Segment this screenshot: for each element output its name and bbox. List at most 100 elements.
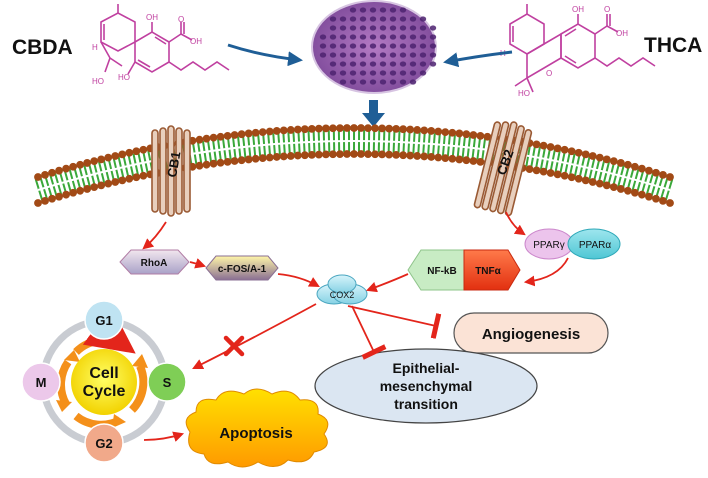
lipid-head (609, 183, 618, 192)
cb2-to-ppar-arrow (505, 211, 526, 236)
cell-nucleus (369, 16, 377, 22)
cell-nucleus (369, 70, 377, 76)
cell-nucleus (349, 25, 357, 31)
lipid-head (55, 192, 63, 201)
lipid-head (48, 168, 56, 177)
cell-nucleus (389, 70, 397, 76)
apoptosis-node[interactable]: Apoptosis (185, 388, 329, 468)
cell-nucleus (399, 52, 407, 58)
phase-g1[interactable]: G1 (84, 300, 124, 340)
cell-nucleus (329, 52, 337, 58)
lipid-head (630, 162, 639, 171)
cb1-receptor-icon[interactable]: CB1 (151, 125, 191, 217)
cell-nucleus (399, 79, 407, 85)
ppar-to-tnfa-arrow (523, 257, 569, 287)
lipid-head (343, 124, 351, 132)
lipid-head (322, 150, 330, 159)
lipid-head (34, 199, 42, 207)
thca-label: THCA (644, 34, 702, 57)
cell-nucleus (359, 34, 367, 40)
angiogenesis-node[interactable]: Angiogenesis (453, 312, 609, 354)
cell-nucleus (379, 70, 387, 76)
cell-nucleus (339, 70, 347, 76)
cbda-atom-o: O (178, 15, 184, 24)
lipid-head (448, 128, 457, 137)
ppar-alpha-label: PPARα (579, 240, 611, 251)
cell-nucleus (379, 34, 387, 40)
cell-nucleus (389, 43, 397, 49)
tnfa-label: TNFα (475, 266, 501, 277)
cell-nucleus (389, 61, 397, 67)
cell-nucleus (409, 79, 417, 85)
lipid-head (448, 154, 457, 163)
cell-nucleus (359, 43, 367, 49)
lipid-head (574, 148, 583, 157)
rhoa-label: RhoA (141, 258, 168, 269)
lipid-head (399, 151, 408, 160)
nfkb-tnfa-node[interactable]: NF-kB TNFα (407, 249, 521, 291)
lipid-head (90, 157, 99, 166)
rhoa-node[interactable]: RhoA (119, 249, 190, 275)
cbda-atom-h: H (92, 43, 98, 52)
cell-nucleus (419, 34, 427, 40)
phase-m-label: M (36, 375, 47, 390)
lipid-head (364, 124, 372, 132)
cell-nucleus (409, 34, 417, 40)
phase-m[interactable]: M (21, 362, 61, 402)
emt-node[interactable]: Epithelial- mesenchymal transition (314, 348, 538, 424)
cell-nucleus (359, 61, 367, 67)
lipid-head (279, 126, 288, 135)
apoptosis-label: Apoptosis (219, 425, 292, 442)
thca-to-tissue-arrow (443, 50, 513, 68)
cell-nucleus (359, 7, 367, 13)
lipid-head (90, 183, 99, 192)
lipid-head (602, 155, 611, 164)
cox2-node[interactable]: COX2 (316, 274, 368, 305)
cbda-atom-oh-right: OH (190, 37, 202, 46)
lipid-head (111, 178, 120, 186)
lipid-head (595, 179, 604, 188)
cell-nucleus (319, 52, 327, 58)
emt-label-line3: transition (394, 396, 458, 412)
cell-nucleus (399, 25, 407, 31)
cell-cycle-title-line1: Cell (89, 365, 118, 382)
lipid-head (645, 192, 653, 201)
lipid-head (546, 143, 555, 151)
cell-nucleus (399, 34, 407, 40)
lipid-head (623, 186, 632, 195)
cell-nucleus (369, 61, 377, 67)
cell-nucleus (339, 25, 347, 31)
cell-nucleus (409, 16, 417, 22)
lipid-head (41, 170, 49, 179)
lipid-head (462, 130, 471, 139)
lipid-head (652, 194, 660, 203)
cell-nucleus (369, 79, 377, 85)
lipid-head (413, 152, 422, 160)
phase-s[interactable]: S (147, 362, 187, 402)
lipid-head (623, 160, 632, 169)
cb2-receptor-icon[interactable]: CB2 (473, 121, 533, 217)
lipid-head (118, 150, 127, 159)
lipid-head (378, 124, 386, 133)
lipid-head (329, 124, 337, 133)
rhoa-to-cfos-arrow (189, 258, 207, 269)
lipid-head (139, 171, 148, 180)
cfos-node[interactable]: c-FOS/A-1 (205, 255, 279, 281)
phase-g2[interactable]: G2 (84, 423, 124, 463)
cell-nucleus (319, 34, 327, 40)
cell-nucleus (419, 43, 427, 49)
lipid-head (62, 190, 70, 199)
cell-nucleus (349, 79, 357, 85)
cox2-inhibits-emt (351, 305, 387, 360)
lipid-head (69, 162, 78, 171)
cell-nucleus (379, 79, 387, 85)
cell-nucleus (419, 16, 427, 22)
lipid-head (300, 125, 309, 134)
ppar-node[interactable]: PPARγ PPARα (524, 228, 621, 260)
lipid-head (546, 169, 555, 177)
cbda-to-tissue-arrow (227, 43, 303, 67)
lipid-head (237, 130, 246, 139)
lipid-head (293, 151, 302, 160)
lipid-head (48, 194, 56, 203)
